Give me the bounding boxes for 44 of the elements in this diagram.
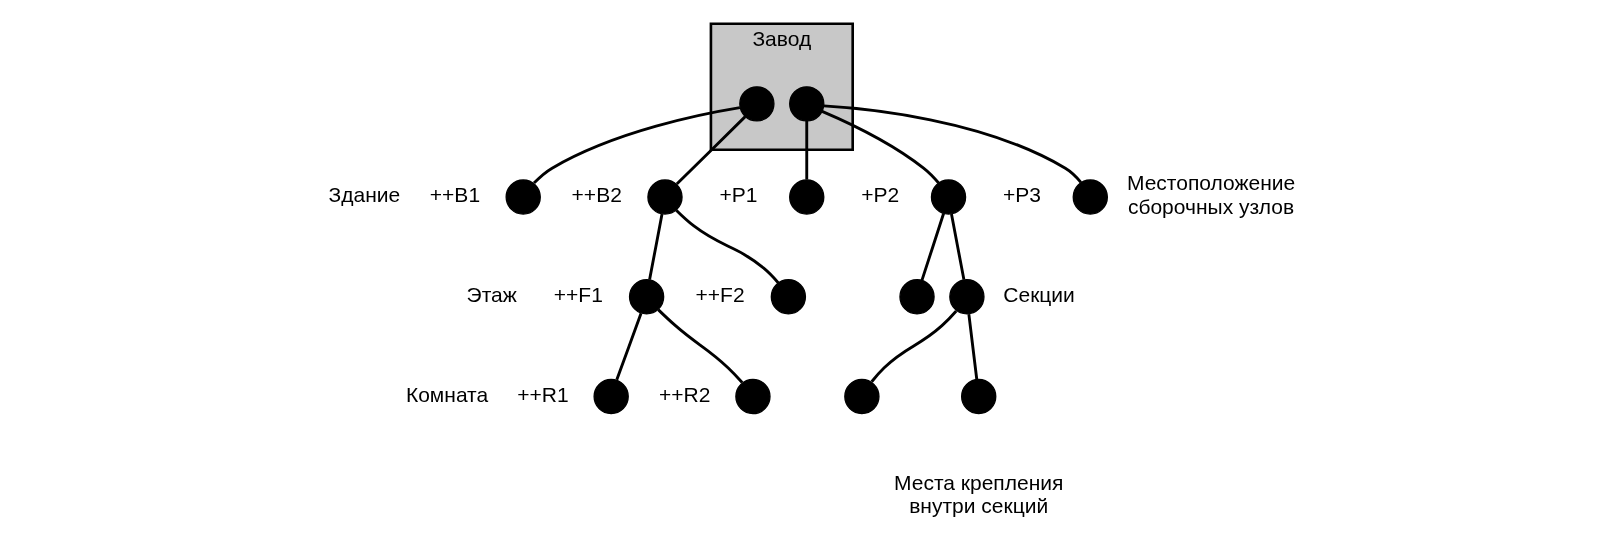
node-label: Секции <box>1003 282 1075 306</box>
connector <box>805 120 809 180</box>
node-circle <box>770 279 807 315</box>
connector <box>950 213 966 280</box>
connector <box>532 106 741 185</box>
node-label: Места крепления внутри секций <box>894 470 1064 518</box>
connector <box>675 209 780 284</box>
node-circle <box>789 86 825 122</box>
node-label: +P1 <box>719 183 758 207</box>
node-label: Местоположение сборочных узлов <box>1126 171 1296 218</box>
node-circle <box>899 279 935 315</box>
node-label: ++B2 <box>571 183 622 207</box>
connector <box>821 110 940 184</box>
node-label: Этаж <box>466 282 517 306</box>
node-label: ++R2 <box>658 382 711 406</box>
node-circle <box>735 378 771 415</box>
node-circle <box>1072 179 1108 215</box>
node-circle <box>930 179 967 215</box>
node-circle <box>739 86 775 122</box>
connector <box>615 312 643 381</box>
connector <box>920 213 945 281</box>
connector <box>675 115 747 186</box>
node-label: +P3 <box>1003 183 1041 207</box>
node-label: Здание <box>328 183 401 207</box>
node-circle <box>961 378 997 415</box>
node-circle <box>647 179 683 215</box>
connector <box>657 308 744 384</box>
connector <box>823 104 1083 184</box>
node-circle <box>505 179 541 215</box>
connector <box>967 314 979 380</box>
node-circle <box>593 378 629 415</box>
node-circle <box>949 279 985 315</box>
cluster: Завод <box>709 22 854 152</box>
node-label: ++B1 <box>429 183 481 207</box>
node-label: ++F1 <box>553 282 603 306</box>
node-label: ++R1 <box>517 382 569 406</box>
node-circle <box>628 279 665 315</box>
node-circle <box>844 378 880 415</box>
node-label: Комната <box>405 382 489 406</box>
node-circle <box>789 179 825 215</box>
node-label: +P2 <box>861 183 900 207</box>
connector <box>648 213 664 280</box>
connector <box>870 310 958 383</box>
node-label: ++F2 <box>695 282 745 306</box>
